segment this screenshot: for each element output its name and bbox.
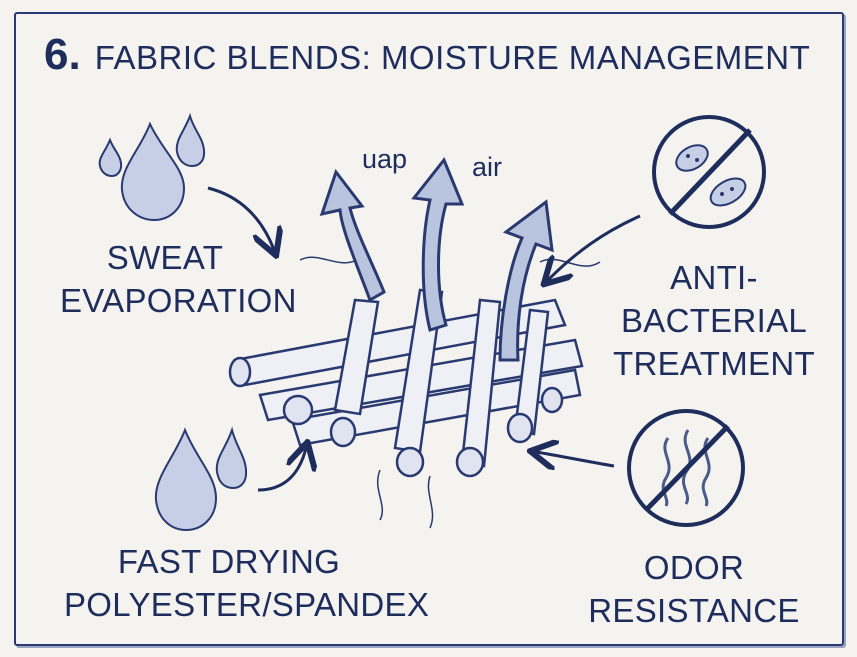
label-line: ODOR: [643, 549, 745, 586]
diagram-title: 6. FABRIC BLENDS: MOISTURE MANAGEMENT: [44, 30, 810, 80]
label-line: BACTERIAL: [620, 302, 808, 339]
diagram-frame: [14, 12, 844, 646]
water-drop-icon: [154, 426, 248, 532]
connector-arrows: [207, 186, 641, 492]
arrow-label-air: air: [472, 152, 503, 182]
label-line: TREATMENT: [613, 345, 815, 382]
label-line: FAST DRYING: [117, 543, 341, 580]
no-odor-icon: [627, 409, 745, 527]
vapor-arrow-icon: [319, 157, 554, 362]
arrow-label-uap: uap: [362, 144, 408, 174]
label-line: ANTI-: [670, 259, 758, 296]
label-line: POLYESTER/SPANDEX: [64, 586, 430, 623]
label-odor-resistance: ODOR RESISTANCE: [584, 546, 804, 632]
title-number: 6.: [44, 30, 81, 79]
water-drop-icon: [98, 112, 206, 222]
label-line: RESISTANCE: [588, 592, 800, 629]
title-text: FABRIC BLENDS: MOISTURE MANAGEMENT: [94, 39, 811, 76]
label-line: EVAPORATION: [60, 282, 297, 319]
label-sweat-evaporation: SWEAT EVAPORATION: [60, 236, 297, 322]
label-fast-drying: FAST DRYING POLYESTER/SPANDEX: [64, 540, 430, 626]
label-line: SWEAT: [106, 239, 224, 276]
label-antibacterial: ANTI- BACTERIAL TREATMENT: [600, 256, 828, 385]
no-bacteria-icon: [652, 115, 766, 229]
